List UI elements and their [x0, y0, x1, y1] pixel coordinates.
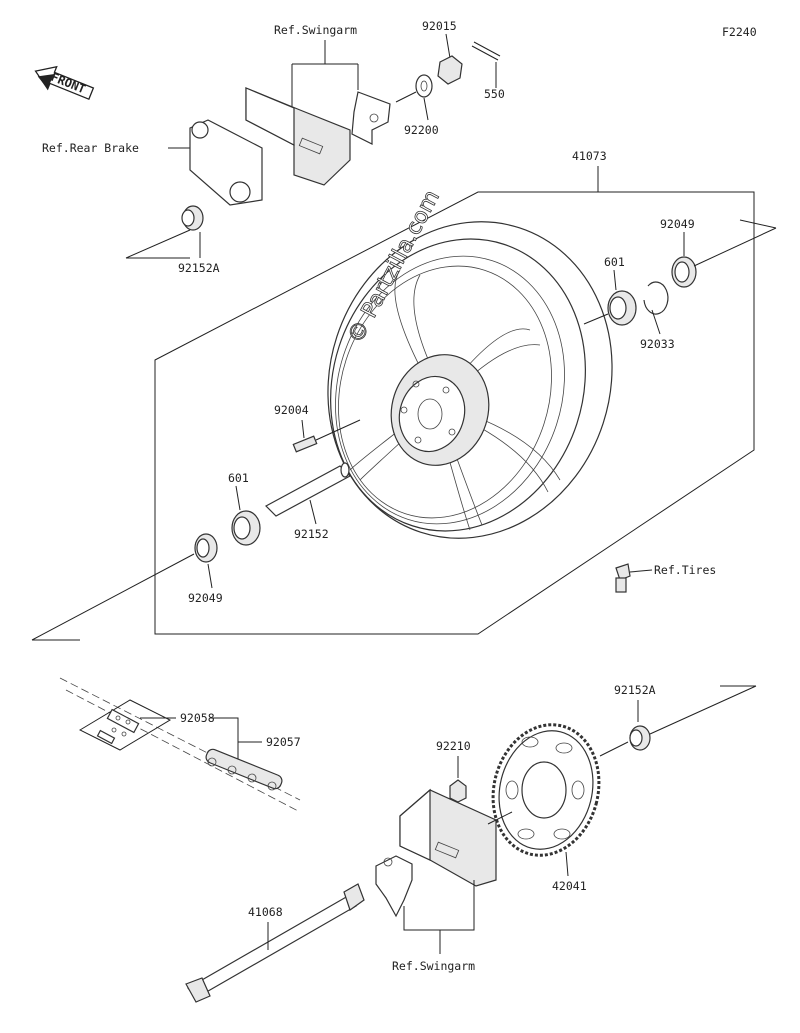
label-42041: 42041	[552, 879, 587, 893]
chain-links	[205, 748, 283, 791]
rear-brake-bracket: Ref.Rear Brake	[42, 119, 263, 206]
label-92015: 92015	[422, 19, 457, 33]
sprocket-42041: 42041	[487, 723, 601, 893]
axle-nut-group: 92015 550 92200	[395, 19, 505, 137]
tire-valve: Ref.Tires	[615, 563, 716, 593]
label-92049-bottom: 92049	[188, 591, 223, 605]
label-601-bottom: 601	[228, 471, 249, 485]
front-label: FRONT	[49, 70, 88, 97]
label-92049-top: 92049	[660, 217, 695, 231]
label-ref-swingarm-bottom: Ref.Swingarm	[392, 959, 475, 973]
label-550: 550	[484, 87, 505, 101]
label-92210: 92210	[436, 739, 471, 753]
part-92152A-bottom: 92152A	[599, 683, 757, 757]
axle-41068: 41068	[185, 883, 365, 1003]
label-92152A-bottom: 92152A	[614, 683, 656, 697]
label-92058: 92058	[180, 711, 215, 725]
front-arrow-icon	[34, 65, 95, 101]
part-92210: 92210	[436, 739, 471, 803]
chain-group: 92058 92057	[59, 677, 301, 813]
label-92057: 92057	[266, 735, 301, 749]
label-92152: 92152	[294, 527, 329, 541]
label-92033: 92033	[640, 337, 675, 351]
label-41068: 41068	[248, 905, 283, 919]
figure-id: F2240	[722, 25, 757, 39]
swingarm-bottom-group: Ref.Swingarm	[375, 788, 497, 973]
label-ref-tires: Ref.Tires	[654, 563, 716, 577]
label-601-top: 601	[604, 255, 625, 269]
label-ref-swingarm-top: Ref.Swingarm	[274, 23, 357, 37]
label-92200: 92200	[404, 123, 439, 137]
label-92004: 92004	[274, 403, 309, 417]
swingarm-top-group: Ref.Swingarm	[245, 23, 391, 186]
part-92152A-top: 92152A	[125, 205, 220, 275]
label-41073: 41073	[572, 149, 607, 163]
label-92152A-top: 92152A	[178, 261, 220, 275]
label-ref-rear-brake: Ref.Rear Brake	[42, 141, 139, 155]
